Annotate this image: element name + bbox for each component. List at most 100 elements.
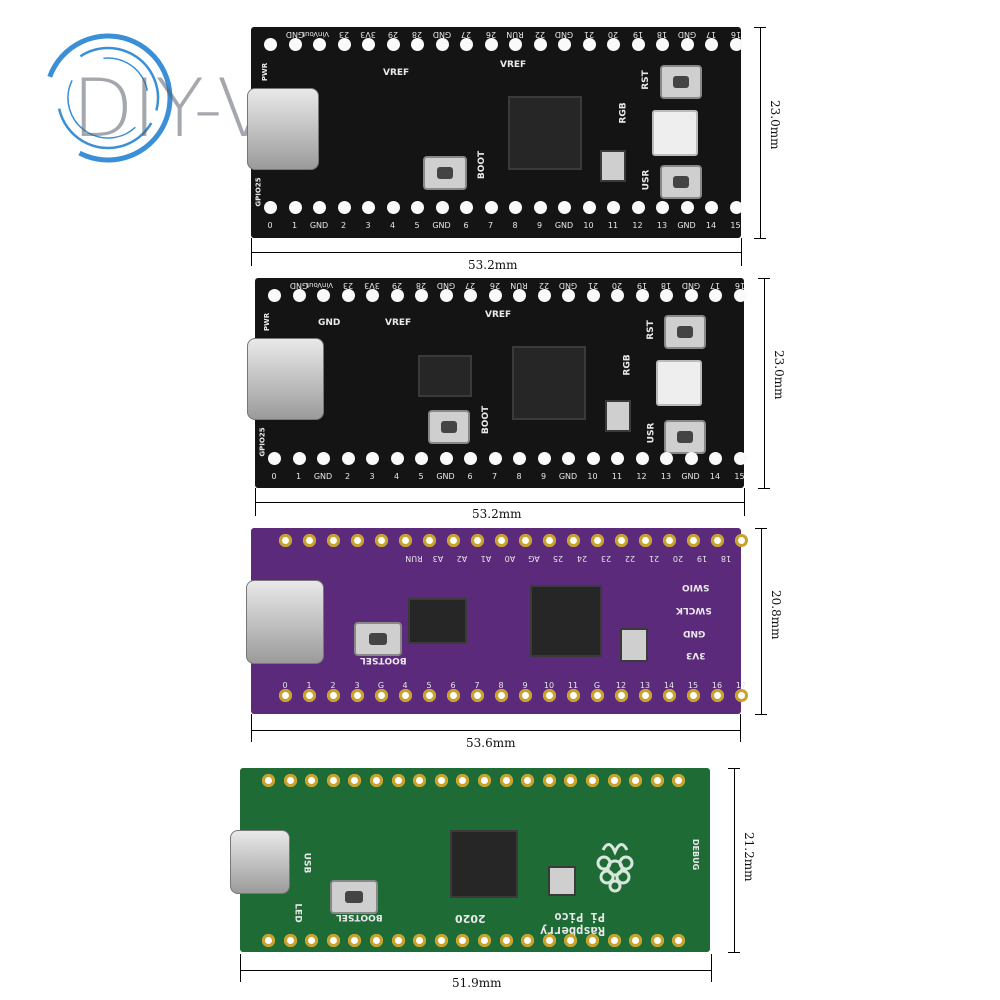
silk-debug: DEBUG bbox=[691, 838, 701, 871]
header-pin bbox=[543, 689, 556, 702]
header-pin bbox=[471, 689, 484, 702]
pin-label: 23 bbox=[338, 30, 349, 39]
crystal bbox=[620, 628, 648, 662]
silk-swio: SWIO bbox=[682, 582, 710, 592]
crystal bbox=[600, 150, 626, 182]
header-pin bbox=[543, 534, 556, 547]
header-pin bbox=[313, 38, 326, 51]
header-pin bbox=[439, 452, 453, 465]
board1-width-tick-left bbox=[251, 238, 252, 266]
silk-boot: BOOT bbox=[481, 405, 492, 435]
header-pin bbox=[488, 452, 502, 465]
castellated-pad bbox=[650, 774, 664, 787]
pin-label: GND bbox=[309, 221, 329, 230]
pin-label: A3 bbox=[432, 554, 444, 563]
header-pin bbox=[484, 201, 498, 214]
board3-width-dim: 53.6mm bbox=[466, 736, 516, 750]
board4-height-tick-top bbox=[728, 768, 740, 769]
pin-label: 5 bbox=[418, 472, 424, 481]
board2-height-tick-bottom bbox=[758, 488, 770, 489]
header-pin bbox=[313, 201, 326, 214]
header-pin bbox=[533, 201, 547, 214]
pin-label: 17 bbox=[709, 281, 721, 290]
header-pin bbox=[327, 534, 340, 547]
header-pin bbox=[279, 534, 292, 547]
pin-label: 16 bbox=[730, 30, 741, 39]
silk-bootsel: BOOTSEL bbox=[336, 912, 383, 922]
pin-label: 12 bbox=[636, 472, 647, 481]
castellated-pad bbox=[478, 934, 491, 947]
pin-label: 22 bbox=[538, 281, 549, 290]
pin-label: 11 bbox=[611, 472, 623, 481]
pin-label: 29 bbox=[387, 30, 398, 39]
header-pin bbox=[366, 289, 379, 302]
castellated-pad bbox=[305, 774, 319, 787]
header-pin bbox=[586, 289, 600, 302]
header-pin bbox=[687, 534, 700, 547]
pin-label: 9 bbox=[540, 472, 547, 481]
silk-vref2: VREF bbox=[485, 310, 512, 320]
pin-label: 8 bbox=[498, 681, 504, 690]
pin-label: 1 bbox=[306, 681, 312, 690]
castellated-pad bbox=[564, 934, 578, 947]
header-pin bbox=[279, 689, 292, 702]
pin-label: GND bbox=[432, 221, 451, 230]
header-pin bbox=[711, 689, 724, 702]
header-pin bbox=[537, 289, 551, 302]
pin-label: 21 bbox=[587, 281, 598, 290]
pin-label: GND bbox=[681, 472, 700, 481]
header-pin bbox=[635, 289, 649, 302]
pin-label: VinVout bbox=[302, 30, 329, 38]
board2-height-tick-top bbox=[758, 278, 770, 279]
castellated-pad bbox=[262, 774, 275, 787]
header-pin bbox=[615, 689, 628, 702]
header-pin bbox=[611, 452, 624, 465]
pin-label: 18 bbox=[720, 554, 732, 563]
header-pin bbox=[327, 689, 340, 702]
board2-height-dim: 23.0mm bbox=[772, 350, 786, 400]
board3-height-tick-top bbox=[755, 528, 767, 529]
board4-width-tick-left bbox=[240, 954, 241, 982]
header-pin bbox=[386, 38, 400, 51]
header-pin bbox=[631, 38, 645, 51]
pin-label: 14 bbox=[709, 472, 721, 481]
header-pin bbox=[415, 452, 428, 465]
castellated-pad bbox=[456, 934, 470, 947]
pin-label: 15 bbox=[730, 221, 741, 230]
header-pin bbox=[464, 452, 477, 465]
pin-label: 13 bbox=[660, 472, 672, 481]
header-pin bbox=[439, 289, 453, 302]
boot-button bbox=[423, 156, 467, 190]
castellated-pad bbox=[283, 774, 297, 787]
flash-chip bbox=[418, 355, 472, 397]
board4-height-line bbox=[734, 769, 735, 952]
pin-label: 20 bbox=[607, 30, 619, 39]
pin-label: 18 bbox=[660, 281, 672, 290]
pin-label: 6 bbox=[467, 472, 473, 481]
silk-usr: USR bbox=[641, 169, 652, 191]
board4-width-line bbox=[241, 970, 711, 971]
header-pin bbox=[735, 689, 748, 702]
usb-c-connector bbox=[247, 88, 319, 170]
header-pin bbox=[366, 452, 379, 465]
header-pin bbox=[399, 534, 412, 547]
silk-pwr: PWR bbox=[263, 312, 272, 332]
usb-c-connector bbox=[246, 580, 324, 664]
castellated-pad bbox=[326, 774, 340, 787]
castellated-pad bbox=[629, 934, 643, 947]
pin-label: GND bbox=[554, 221, 574, 230]
pin-label: 14 bbox=[705, 221, 717, 230]
header-pin bbox=[513, 289, 526, 302]
board4-width-tick-right bbox=[711, 954, 712, 982]
header-pin bbox=[488, 289, 502, 302]
pin-label: VinVout bbox=[306, 281, 333, 289]
board1-height-line bbox=[760, 28, 761, 238]
header-pin bbox=[660, 289, 673, 302]
pin-label: 8 bbox=[516, 472, 522, 481]
pin-label: 0 bbox=[267, 221, 273, 230]
header-pin bbox=[423, 534, 436, 547]
pin-label: 9 bbox=[536, 221, 543, 230]
pin-label: G bbox=[593, 681, 601, 690]
header-pin bbox=[660, 452, 673, 465]
header-pin bbox=[567, 534, 580, 547]
